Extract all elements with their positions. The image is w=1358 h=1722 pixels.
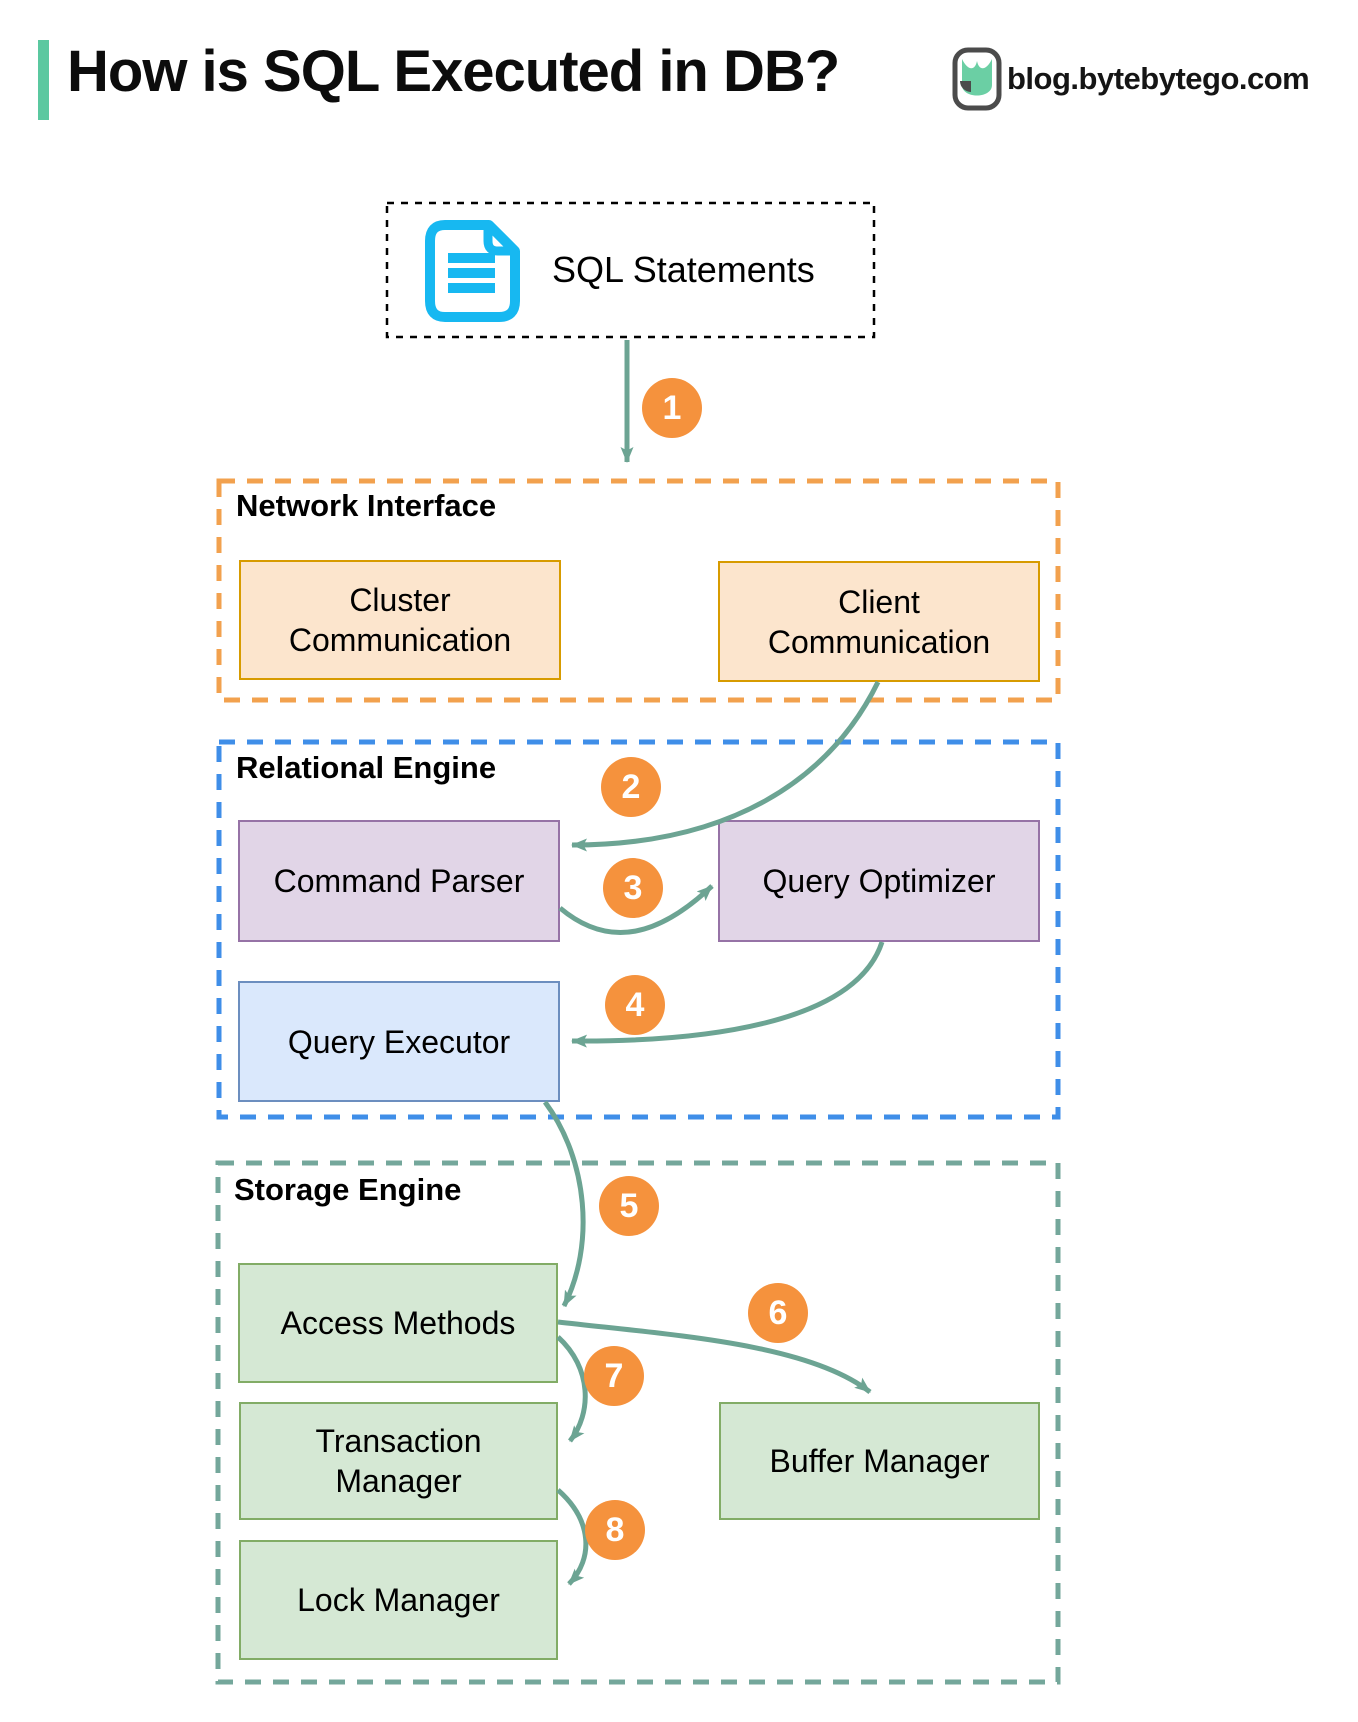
box-query-executor: Query Executor <box>238 981 560 1102</box>
box-cluster-communication: Cluster Communication <box>239 560 561 680</box>
section-label-storage-engine: Storage Engine <box>234 1172 462 1207</box>
step-badge-6: 6 <box>748 1283 808 1343</box>
step-badge-7: 7 <box>584 1346 644 1406</box>
bytebytego-logo-icon <box>952 47 1002 111</box>
step-badge-8: 8 <box>585 1500 645 1560</box>
box-query-optimizer: Query Optimizer <box>718 820 1040 942</box>
step-badge-2: 2 <box>601 757 661 817</box>
section-label-relational-engine: Relational Engine <box>236 750 497 785</box>
box-access-methods: Access Methods <box>238 1263 558 1383</box>
box-transaction-manager: Transaction Manager <box>239 1402 558 1520</box>
box-lock-manager: Lock Manager <box>239 1540 558 1660</box>
brand: blog.bytebytego.com <box>952 47 1310 111</box>
box-client-communication: Client Communication <box>718 561 1040 682</box>
section-label-network-interface: Network Interface <box>236 488 497 523</box>
step-badge-3: 3 <box>603 858 663 918</box>
page-title: How is SQL Executed in DB? <box>67 39 840 104</box>
arrow-8 <box>556 1488 589 1586</box>
step-badge-1: 1 <box>642 378 702 438</box>
arrow-7 <box>556 1335 588 1443</box>
title-accent-bar <box>38 40 49 120</box>
document-icon <box>425 220 520 322</box>
box-buffer-manager: Buffer Manager <box>719 1402 1040 1520</box>
sql-statements-label: SQL Statements <box>552 249 815 290</box>
step-badge-4: 4 <box>605 975 665 1035</box>
step-badge-5: 5 <box>599 1176 659 1236</box>
box-command-parser: Command Parser <box>238 820 560 942</box>
site-url: blog.bytebytego.com <box>1007 61 1310 96</box>
